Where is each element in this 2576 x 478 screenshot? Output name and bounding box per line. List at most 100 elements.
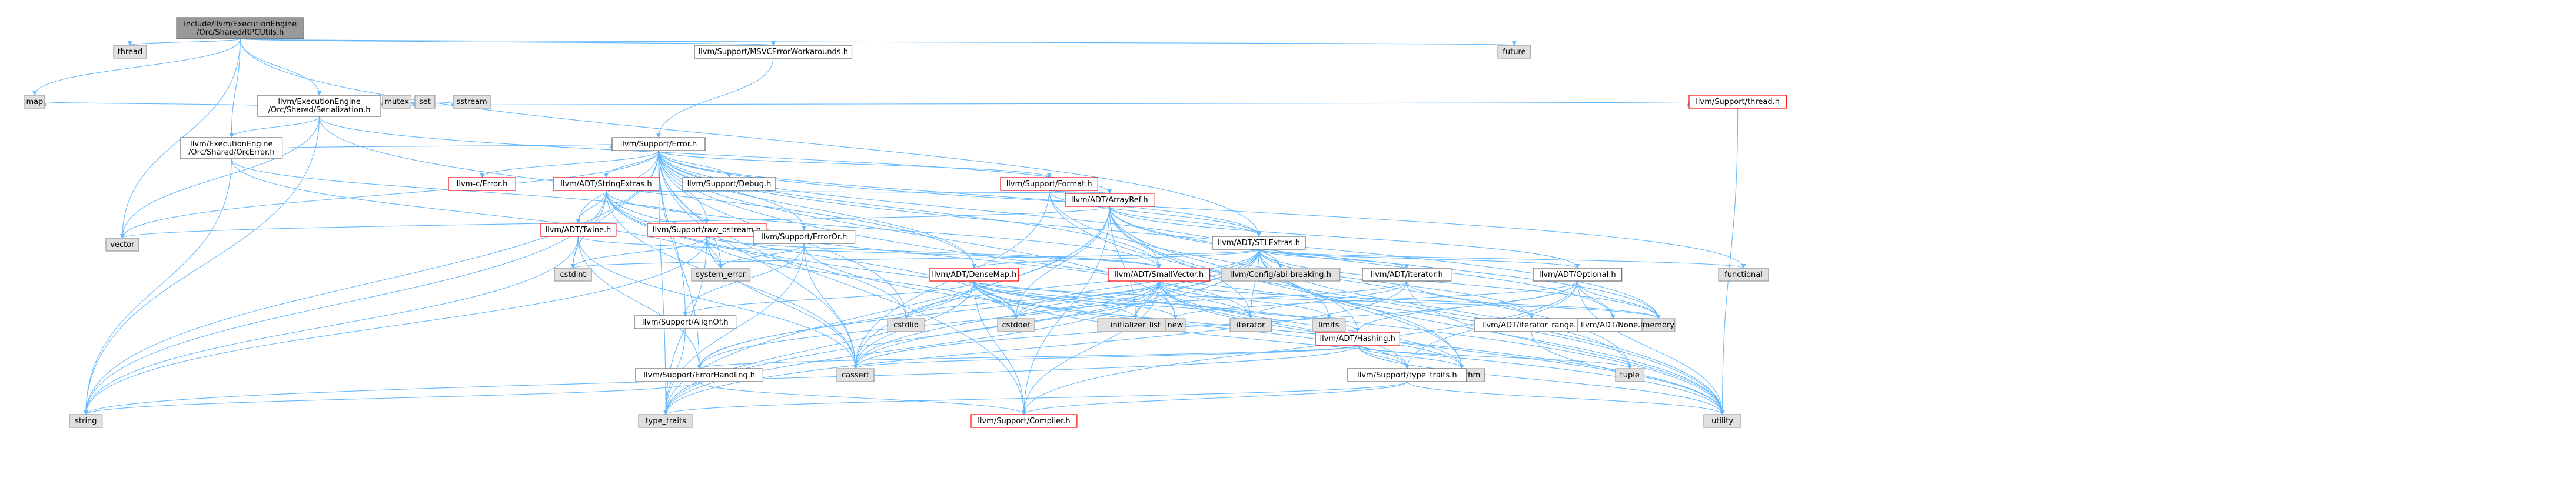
edge-twine-to-string	[84, 236, 579, 415]
node-twine[interactable]: llvm/ADT/Twine.h	[540, 223, 617, 237]
edge	[1022, 280, 1159, 415]
node-none[interactable]: llvm/ADT/None.h	[1577, 318, 1650, 332]
edge-rawostream-to-cstdint	[570, 236, 707, 269]
node-box	[1718, 268, 1769, 282]
edge-arrayref-to-initializerlist	[1109, 206, 1138, 319]
node-hashing[interactable]: llvm/ADT/Hashing.h	[1315, 332, 1400, 346]
edge	[697, 280, 975, 369]
edge-root-to-map	[32, 38, 241, 96]
edge	[658, 150, 1052, 178]
node-debug[interactable]: llvm/Support/Debug.h	[682, 177, 776, 191]
node-box	[1165, 318, 1186, 332]
edge-smallvector-to-cstdlib	[903, 280, 1159, 319]
edge-serialization-to-vector	[120, 116, 320, 239]
edge	[84, 381, 700, 415]
node-label: cstdint	[560, 270, 586, 279]
edge	[853, 345, 1358, 369]
node-cstddef: cstddef	[997, 318, 1035, 332]
node-root[interactable]: include/llvm/ExecutionEngine/Orc/Shared/…	[176, 17, 304, 39]
node-format[interactable]: llvm/Support/Format.h	[1000, 177, 1098, 191]
node-orcerror[interactable]: llvm/ExecutionEngine/Orc/Shared/OrcError…	[180, 137, 283, 159]
edge	[240, 38, 1515, 46]
node-msvc[interactable]: llvm/Support/MSVCErrorWorkarounds.h	[694, 45, 853, 59]
node-adtiterator[interactable]: llvm/ADT/iterator.h	[1362, 268, 1452, 282]
edge	[1258, 249, 1410, 269]
edge	[480, 150, 659, 178]
node-label: llvm/Support/Format.h	[1006, 180, 1092, 189]
node-box	[1312, 318, 1346, 332]
node-label: include/llvm/ExecutionEngine	[184, 20, 297, 29]
node-label: llvm/ADT/None.h	[1581, 321, 1645, 330]
node-arrayref[interactable]: llvm/ADT/ArrayRef.h	[1065, 193, 1155, 207]
node-optional[interactable]: llvm/ADT/Optional.h	[1533, 268, 1623, 282]
edge	[577, 236, 858, 369]
edge-error-to-cerror	[480, 150, 659, 178]
edge	[1258, 249, 1580, 269]
edge	[577, 236, 702, 369]
node-label: tuple	[1620, 371, 1640, 380]
edge-optional-to-utility	[1577, 280, 1725, 415]
node-typetraits_llvm[interactable]: llvm/Support/type_traits.h	[1347, 368, 1467, 382]
node-systemerror: system_error	[691, 268, 751, 282]
edge	[1357, 345, 1632, 369]
node-map: map	[24, 95, 45, 109]
edge	[903, 249, 1259, 319]
node-errorhandling[interactable]: llvm/Support/ErrorHandling.h	[635, 368, 763, 382]
edge-typetraits_llvm-to-typetraits	[663, 381, 1408, 415]
node-cerror[interactable]: llvm-c/Error.h	[448, 177, 516, 191]
node-box	[1688, 95, 1787, 109]
edge-stlextras-to-cstddef	[1013, 249, 1259, 319]
edge-optional-to-hashing	[1355, 280, 1578, 333]
edge-optional-to-compiler	[1022, 280, 1578, 415]
edge	[1022, 206, 1110, 415]
edge	[706, 236, 1161, 269]
edge-arrayref-to-optional	[1109, 206, 1580, 269]
node-box	[1000, 177, 1098, 191]
node-serialization[interactable]: llvm/ExecutionEngine/Orc/Shared/Serializ…	[257, 95, 381, 117]
node-densemap[interactable]: llvm/ADT/DenseMap.h	[929, 268, 1019, 282]
edge-serialization-to-supportthread	[380, 101, 1690, 106]
edge-smallvector-to-errorhandling	[697, 280, 1159, 369]
edge	[1013, 206, 1110, 319]
edge	[1357, 345, 1410, 369]
node-label: initializer_list	[1111, 321, 1161, 330]
edge-error-to-systemerror	[658, 150, 723, 269]
edge	[120, 116, 320, 239]
node-box	[638, 414, 693, 428]
edge	[1133, 249, 1259, 319]
node-iteratorrange[interactable]: llvm/ADT/iterator_range.h	[1474, 318, 1590, 332]
node-compiler[interactable]: llvm/Support/Compiler.h	[970, 414, 1078, 428]
node-alignof[interactable]: llvm/Support/AlignOf.h	[634, 315, 737, 329]
node-label: llvm/ADT/STLExtras.h	[1218, 239, 1300, 248]
node-error[interactable]: llvm/Support/Error.h	[611, 137, 706, 151]
node-rawostream[interactable]: llvm/Support/raw_ostream.h	[647, 223, 767, 237]
edge-error-to-compiler	[658, 150, 1026, 415]
node-smallvector[interactable]: llvm/ADT/SmallVector.h	[1108, 268, 1211, 282]
edge	[1258, 249, 1746, 269]
node-label: llvm/ADT/SmallVector.h	[1114, 270, 1204, 279]
node-label: llvm/ADT/StringExtras.h	[560, 180, 652, 189]
edge-smallvector-to-compiler	[1022, 280, 1159, 415]
node-stlextras[interactable]: llvm/ADT/STLExtras.h	[1212, 236, 1306, 250]
node-erroror[interactable]: llvm/Support/ErrorOr.h	[753, 230, 856, 244]
edge	[658, 150, 1026, 415]
edge	[1577, 280, 1616, 319]
node-label: iterator	[1237, 321, 1265, 330]
node-box	[929, 268, 1019, 282]
node-label: llvm/Support/raw_ostream.h	[653, 226, 761, 235]
edge-format-to-stlextras	[1049, 190, 1261, 237]
edge	[32, 38, 241, 96]
edge-optional-to-new	[1173, 280, 1578, 319]
edge	[84, 116, 320, 415]
node-box	[553, 177, 660, 191]
node-stringextras[interactable]: llvm/ADT/StringExtras.h	[553, 177, 660, 191]
edge-arrayref-to-stlextras	[1109, 206, 1261, 237]
edge	[1248, 249, 1259, 319]
edge	[1109, 206, 1138, 319]
edge	[84, 158, 232, 415]
node-label: cassert	[842, 371, 869, 380]
node-supportthread[interactable]: llvm/Support/thread.h	[1688, 95, 1787, 109]
node-set: set	[414, 95, 436, 109]
edge-stlextras-to-initializerlist	[1133, 249, 1259, 319]
node-box	[1497, 45, 1531, 59]
